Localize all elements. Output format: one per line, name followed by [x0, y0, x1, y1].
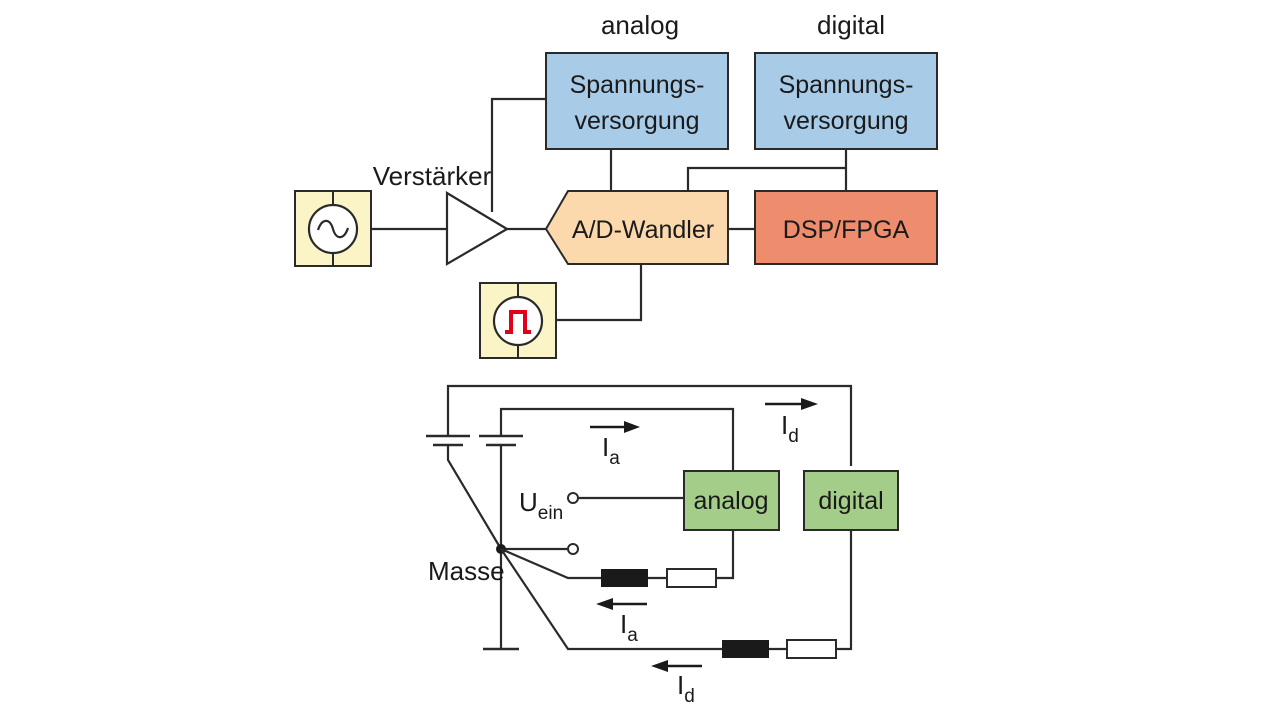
- digital-return-resistor: [786, 639, 837, 659]
- digital-return-wire-end: [836, 530, 853, 651]
- header-analog: analog: [601, 10, 679, 40]
- current-analog-label-top: Ia: [602, 432, 620, 469]
- amplifier-triangle-icon: [445, 191, 510, 266]
- digital-supply-to-adc-wire: [686, 166, 846, 191]
- analog-return-resistor: [666, 568, 717, 588]
- dsp-fpga-label: DSP/FPGA: [783, 216, 910, 244]
- input-label: Uein: [519, 487, 563, 524]
- analog-supply-line1: Spannungs-: [570, 71, 705, 99]
- sine-wave-icon: [316, 219, 350, 239]
- arrow-left-icon: [651, 660, 702, 672]
- current-digital-label-top: Id: [781, 410, 799, 447]
- ground-label: Masse: [428, 556, 505, 586]
- analog-box-label: analog: [693, 487, 768, 515]
- analog-supply-wire: [499, 407, 735, 471]
- current-digital-label-bottom: Id: [677, 670, 695, 707]
- signal-source: [294, 190, 372, 267]
- digital-return-wire: [500, 548, 722, 651]
- clock-source: [479, 282, 557, 359]
- arrow-left-icon: [596, 598, 647, 610]
- battery-analog: [479, 434, 523, 447]
- clock-to-adc-wire: [556, 264, 643, 322]
- battery-digital: [426, 434, 470, 447]
- analog-supply-to-amp-wire: [490, 97, 546, 212]
- analog-return-inductor: [601, 569, 648, 587]
- input-terminal: [567, 492, 579, 504]
- digital-box-label: digital: [818, 487, 883, 515]
- current-analog-label-bottom: Ia: [620, 609, 638, 646]
- square-pulse-icon: [505, 310, 531, 334]
- digital-box: digital: [803, 470, 899, 531]
- dsp-fpga-box: DSP/FPGA: [754, 190, 938, 265]
- arrow-right-icon: [590, 421, 640, 433]
- digital-battery-ground-wire: [446, 445, 502, 550]
- digital-supply-line2: versorgung: [783, 107, 908, 135]
- ground-terminal: [567, 543, 579, 555]
- analog-box: analog: [683, 470, 780, 531]
- header-digital: digital: [817, 10, 885, 40]
- digital-supply-box: Spannungs- versorgung: [754, 52, 938, 150]
- amplifier-label: Verstärker: [373, 161, 492, 191]
- analog-return-wire: [500, 547, 601, 580]
- digital-return-inductor: [722, 640, 769, 658]
- adc-label: A/D-Wandler: [572, 216, 714, 244]
- digital-supply-wire: [446, 384, 853, 466]
- analog-return-wire-end: [716, 530, 735, 580]
- adc-box: A/D-Wandler: [544, 190, 729, 265]
- analog-supply-box: Spannungs- versorgung: [545, 52, 729, 150]
- digital-supply-line1: Spannungs-: [779, 71, 914, 99]
- analog-supply-line2: versorgung: [574, 107, 699, 135]
- arrow-right-icon: [765, 398, 818, 410]
